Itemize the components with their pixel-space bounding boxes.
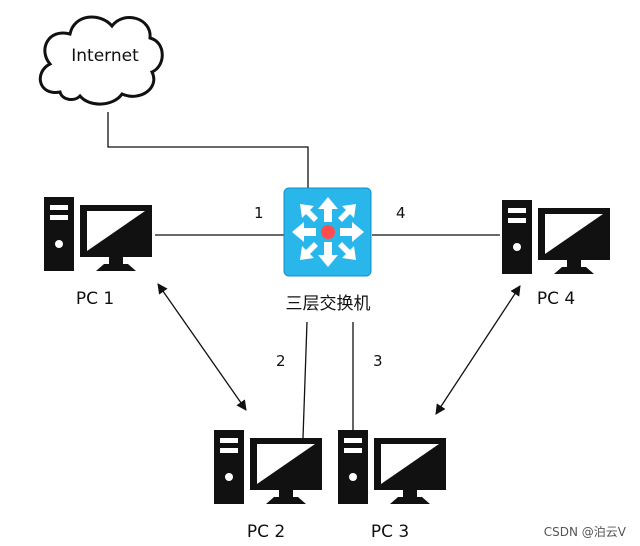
peer-arrows bbox=[157, 283, 521, 415]
pc-4: PC 4 bbox=[502, 200, 610, 309]
pc-label-4: PC 4 bbox=[537, 289, 575, 309]
cloud-label: Internet bbox=[71, 46, 139, 66]
pc-2: PC 2 bbox=[214, 430, 322, 542]
computer-icon bbox=[338, 430, 446, 504]
link-port-2 bbox=[302, 321, 308, 439]
port-label-1: 1 bbox=[254, 204, 264, 222]
computer-icon bbox=[44, 197, 152, 271]
pc-1: PC 1 bbox=[44, 197, 152, 309]
links bbox=[107, 112, 500, 439]
layer3-switch: 三层交换机 bbox=[283, 187, 372, 314]
port-labels: 1 2 3 4 bbox=[254, 204, 406, 370]
arrow-pc1-pc2 bbox=[157, 283, 247, 411]
port-label-2: 2 bbox=[276, 352, 286, 370]
port-label-4: 4 bbox=[396, 204, 406, 222]
pc-3: PC 3 bbox=[338, 430, 446, 542]
internet-link bbox=[107, 112, 309, 190]
pc-label-2: PC 2 bbox=[247, 522, 285, 542]
computer-icon bbox=[502, 200, 610, 274]
internet-cloud: Internet bbox=[38, 15, 164, 106]
pc-label-3: PC 3 bbox=[371, 522, 409, 542]
computer-icon bbox=[214, 430, 322, 504]
port-label-3: 3 bbox=[373, 352, 383, 370]
arrow-pc4-pc3 bbox=[435, 285, 521, 415]
switch-label: 三层交换机 bbox=[286, 294, 371, 314]
cloud-icon bbox=[38, 15, 164, 106]
watermark: CSDN @泊云V bbox=[543, 525, 626, 539]
pc-label-1: PC 1 bbox=[76, 289, 114, 309]
